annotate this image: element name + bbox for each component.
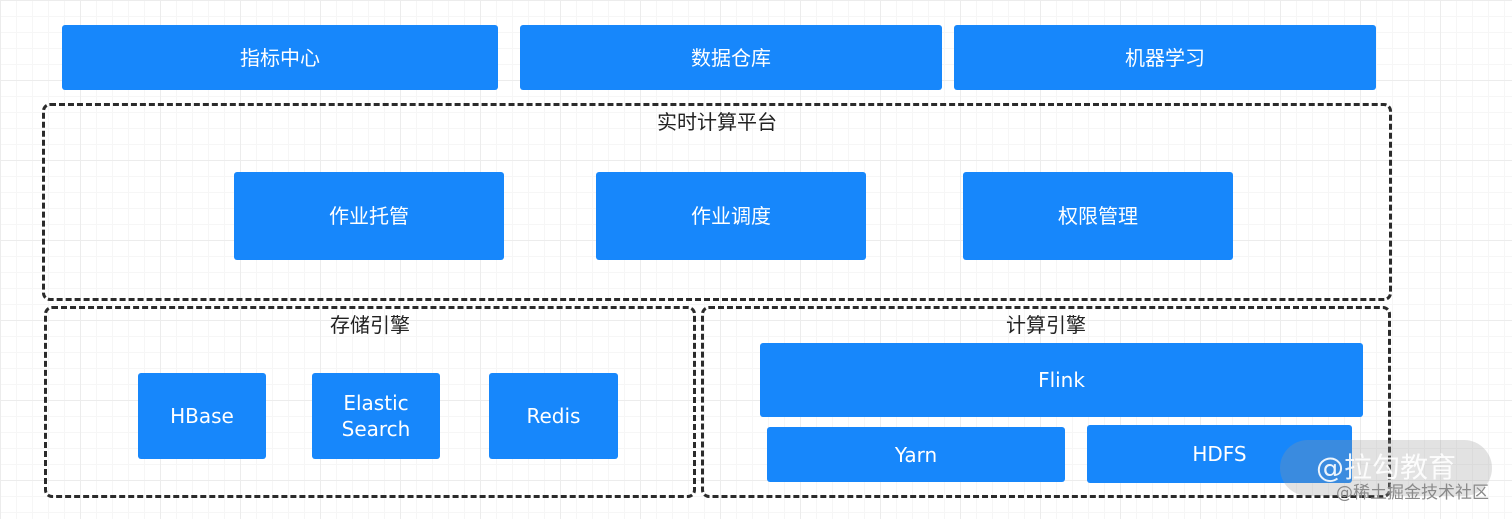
compute-engine-title: 计算引擎 <box>1006 313 1086 337</box>
yarn-label: Yarn <box>894 442 938 467</box>
indicator-center-box: 指标中心 <box>62 25 498 90</box>
storage-engine-group: 存储引擎 <box>44 306 696 498</box>
data-warehouse-box: 数据仓库 <box>520 25 942 90</box>
yarn-box: Yarn <box>767 427 1065 482</box>
permission-management-box: 权限管理 <box>963 172 1233 260</box>
compute-engine-group: 计算引擎 <box>701 306 1391 498</box>
redis-label: Redis <box>526 404 581 428</box>
job-hosting-box: 作业托管 <box>234 172 504 260</box>
indicator-center-label: 指标中心 <box>240 45 320 70</box>
hbase-label: HBase <box>170 404 234 428</box>
elasticsearch-label-line2: Search <box>341 417 411 441</box>
job-hosting-label: 作业托管 <box>329 204 409 228</box>
machine-learning-label: 机器学习 <box>1125 45 1205 70</box>
realtime-platform-title: 实时计算平台 <box>657 110 777 134</box>
hbase-box: HBase <box>138 373 266 459</box>
elasticsearch-label-line1: Elastic <box>343 391 409 415</box>
storage-engine-title: 存储引擎 <box>330 313 410 337</box>
hdfs-label: HDFS <box>1192 442 1247 466</box>
job-scheduling-label: 作业调度 <box>691 204 771 228</box>
flink-box: Flink <box>760 343 1363 417</box>
hdfs-box: HDFS <box>1087 425 1352 483</box>
job-scheduling-box: 作业调度 <box>596 172 866 260</box>
data-warehouse-label: 数据仓库 <box>691 45 771 70</box>
machine-learning-box: 机器学习 <box>954 25 1376 90</box>
watermark-logo: @拉勾教育 <box>1280 440 1492 496</box>
elasticsearch-box: Elastic Search <box>312 373 440 459</box>
redis-box: Redis <box>489 373 618 459</box>
permission-management-label: 权限管理 <box>1058 204 1138 228</box>
realtime-platform-group: 实时计算平台 <box>42 103 1392 301</box>
watermark-community: @稀土掘金技术社区 <box>1336 483 1489 503</box>
flink-label: Flink <box>1038 368 1085 392</box>
